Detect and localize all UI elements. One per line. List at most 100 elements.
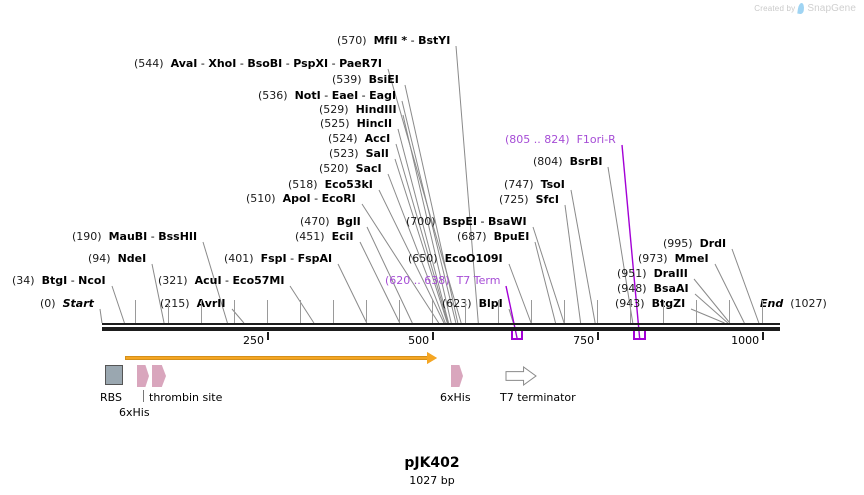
enzyme-name-separator: -	[147, 230, 159, 243]
ruler-minor-tick	[498, 300, 500, 323]
feature-label-f1ori-r[interactable]: (805 .. 824) F1ori-R	[505, 134, 616, 146]
enzyme-label-sfci[interactable]: (725) SfcI	[499, 194, 559, 206]
enzyme-label-btgzi[interactable]: (943) BtgZI	[615, 298, 685, 310]
enzyme-label-tsoi[interactable]: (747) TsoI	[504, 179, 565, 191]
leader-line	[534, 241, 557, 324]
feature-glyph-thrombin[interactable]	[152, 365, 166, 387]
enzyme-name: HindIII	[355, 103, 397, 116]
enzyme-label-hindiii[interactable]: (529) HindIII	[319, 104, 397, 116]
enzyme-label-avai-group[interactable]: (544) AvaI - XhoI - BsoBI - PspXI - PaeR…	[134, 58, 382, 70]
enzyme-name-separator: -	[320, 89, 332, 102]
leader-line	[151, 263, 165, 324]
feature-bracket-f1ori-r[interactable]	[633, 331, 646, 340]
enzyme-name: BstYI	[418, 34, 451, 47]
enzyme-label-draiii[interactable]: (951) DraIII	[617, 268, 688, 280]
ruler-tick-label: 250	[243, 334, 265, 347]
enzyme-label-hincii[interactable]: (525) HincII	[320, 118, 392, 130]
ruler-minor-tick	[729, 300, 731, 323]
enzyme-name: BssHII	[158, 230, 198, 243]
enzyme-name: BpuEI	[493, 230, 530, 243]
enzyme-label-acci[interactable]: (524) AccI	[328, 133, 390, 145]
enzyme-name: PaeR7I	[339, 57, 382, 70]
enzyme-label-sali[interactable]: (523) SalI	[329, 148, 389, 160]
ruler-minor-tick	[564, 300, 566, 323]
ruler-minor-tick	[399, 300, 401, 323]
enzyme-name: XhoI	[208, 57, 237, 70]
enzyme-label-bgli[interactable]: (470) BglI	[300, 216, 361, 228]
plasmid-length-label: 1027 bp	[409, 474, 455, 487]
enzyme-position: (34)	[12, 274, 35, 287]
enzyme-name-separator: -	[67, 274, 79, 287]
leader-line	[564, 204, 582, 324]
enzyme-label-fspi-fspai[interactable]: (401) FspI - FspAI	[224, 253, 332, 265]
leader-line	[508, 263, 532, 324]
start-text: Start	[62, 297, 94, 310]
enzyme-position: (321)	[158, 274, 188, 287]
feature-glyph-6xhis-left[interactable]	[137, 365, 149, 387]
enzyme-name: MauBI	[108, 230, 148, 243]
feature-glyph-t7-terminator[interactable]	[505, 366, 537, 386]
enzyme-label-acui-eco57mi[interactable]: (321) AcuI - Eco57MI	[158, 275, 284, 287]
enzyme-label-bspei-bsawi[interactable]: (700) BspEI - BsaWI	[406, 216, 527, 228]
enzyme-label-bpuei[interactable]: (687) BpuEI	[457, 231, 529, 243]
end-text: End	[760, 297, 784, 310]
backbone-top-line	[102, 323, 780, 325]
ruler-minor-tick	[432, 300, 434, 323]
enzyme-name: MmeI	[674, 252, 709, 265]
enzyme-label-ndei[interactable]: (94) NdeI	[88, 253, 146, 265]
backbone-bottom-line	[102, 327, 780, 331]
enzyme-label-apoi-ecori[interactable]: (510) ApoI - EcoRI	[246, 193, 356, 205]
enzyme-position: (451)	[295, 230, 325, 243]
feature-label-t7-term[interactable]: (620 .. 638) T7 Term	[385, 275, 500, 287]
enzyme-name-separator: -	[282, 57, 294, 70]
enzyme-position: (973)	[638, 252, 668, 265]
enzyme-position: (536)	[258, 89, 288, 102]
enzyme-label-noti-group[interactable]: (536) NotI - EaeI - EagI	[258, 90, 396, 102]
enzyme-name: TsoI	[540, 178, 565, 191]
enzyme-name-separator: -	[236, 57, 248, 70]
enzyme-label-blpi[interactable]: (623) BlpI	[442, 298, 503, 310]
enzyme-name: ApoI	[282, 192, 311, 205]
enzyme-label-mmei[interactable]: (973) MmeI	[638, 253, 709, 265]
enzyme-name: BtgZI	[651, 297, 686, 310]
enzyme-position: (725)	[499, 193, 529, 206]
ruler-tick-label: 750	[573, 334, 595, 347]
enzyme-label-btgi-ncoi[interactable]: (34) BtgI - NcoI	[12, 275, 106, 287]
enzyme-label-drdi[interactable]: (995) DrdI	[663, 238, 726, 250]
enzyme-label-avrii[interactable]: (215) AvrII	[160, 298, 226, 310]
enzyme-position: (951)	[617, 267, 647, 280]
feature-name: T7 Term	[456, 274, 501, 287]
enzyme-position: (943)	[615, 297, 645, 310]
ruler-tick-1000	[762, 332, 765, 340]
enzyme-label-ecii[interactable]: (451) EciI	[295, 231, 354, 243]
enzyme-name: AvaI	[170, 57, 198, 70]
leader-line	[401, 100, 457, 324]
feature-glyph-label-thrombin: thrombin site	[149, 391, 223, 404]
enzyme-position: (544)	[134, 57, 164, 70]
feature-bracket-t7-term[interactable]	[511, 331, 524, 340]
start-position: (0)	[40, 297, 56, 310]
enzyme-name: EcoRI	[321, 192, 356, 205]
feature-glyph-rbs[interactable]	[105, 365, 123, 385]
enzyme-position: (523)	[329, 147, 359, 160]
enzyme-label-bsaai[interactable]: (948) BsaAI	[617, 283, 689, 295]
enzyme-label-ecoo109i[interactable]: (650) EcoO109I	[408, 253, 503, 265]
enzyme-name: SfcI	[535, 193, 559, 206]
ruler-minor-tick	[663, 300, 665, 323]
enzyme-name: NotI	[294, 89, 321, 102]
enzyme-label-eco53ki[interactable]: (518) Eco53kI	[288, 179, 373, 191]
enzyme-label-bsrbi[interactable]: (804) BsrBI	[533, 156, 602, 168]
enzyme-label-maubi-bsshii[interactable]: (190) MauBI - BssHII	[72, 231, 197, 243]
enzyme-label-saci[interactable]: (520) SacI	[319, 163, 382, 175]
enzyme-name: MfII *	[373, 34, 408, 47]
leader-line	[532, 226, 565, 324]
enzyme-name: AccI	[364, 132, 391, 145]
enzyme-label-bsiei[interactable]: (539) BsiEI	[332, 74, 399, 86]
feature-glyph-6xhis-right[interactable]	[451, 365, 463, 387]
enzyme-label-mfli-bstyi[interactable]: (570) MfII * - BstYI	[337, 35, 450, 47]
feature-glyph-label-6xhis-left: 6xHis	[119, 406, 150, 419]
enzyme-name: BsaWI	[487, 215, 527, 228]
ruler-tick-750	[597, 332, 600, 340]
leader-line	[508, 308, 514, 324]
